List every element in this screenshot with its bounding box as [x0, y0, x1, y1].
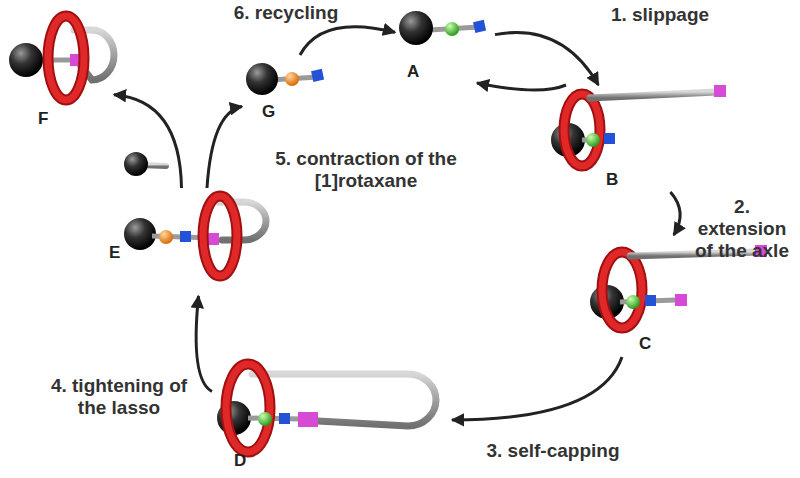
reaction-arrow [114, 95, 182, 188]
molecule-b [551, 85, 726, 166]
reaction-arrow [452, 357, 622, 420]
reaction-arrow [670, 192, 680, 235]
reaction-arrow [300, 27, 395, 55]
step-label: 4. tightening of the lasso [46, 375, 192, 419]
step-label: 5. contraction of the [1]rotaxane [272, 148, 460, 192]
step-label: 6. recycling [220, 2, 352, 24]
molecule-node: A [395, 5, 495, 83]
compound-letter: E [109, 244, 120, 261]
compound-letter: A [407, 63, 419, 80]
molecule-f [9, 16, 114, 100]
compound-letter: C [639, 335, 651, 352]
reaction-arrow [196, 296, 212, 391]
molecule-node: E [105, 188, 275, 296]
molecule-d [217, 364, 436, 452]
step-label: 1. slippage [590, 4, 730, 26]
molecule-a [399, 11, 486, 45]
molecule-node: G [242, 55, 337, 121]
released-stopper [124, 152, 166, 176]
molecule-e [124, 196, 266, 276]
molecule-node: B [548, 85, 728, 192]
compound-letter: F [38, 110, 48, 127]
molecule-node: D [212, 348, 452, 472]
step-label: 3. self-capping [468, 440, 638, 462]
compound-letter: D [234, 452, 246, 469]
molecule-node: F [4, 4, 114, 130]
step-label: 2. extension of the axle [688, 196, 796, 262]
reaction-arrow [495, 33, 598, 85]
molecule-g [246, 63, 324, 95]
reaction-arrow [477, 83, 566, 90]
compound-letter: B [606, 171, 618, 188]
reaction-arrow [207, 106, 242, 188]
compound-letter: G [262, 103, 275, 120]
